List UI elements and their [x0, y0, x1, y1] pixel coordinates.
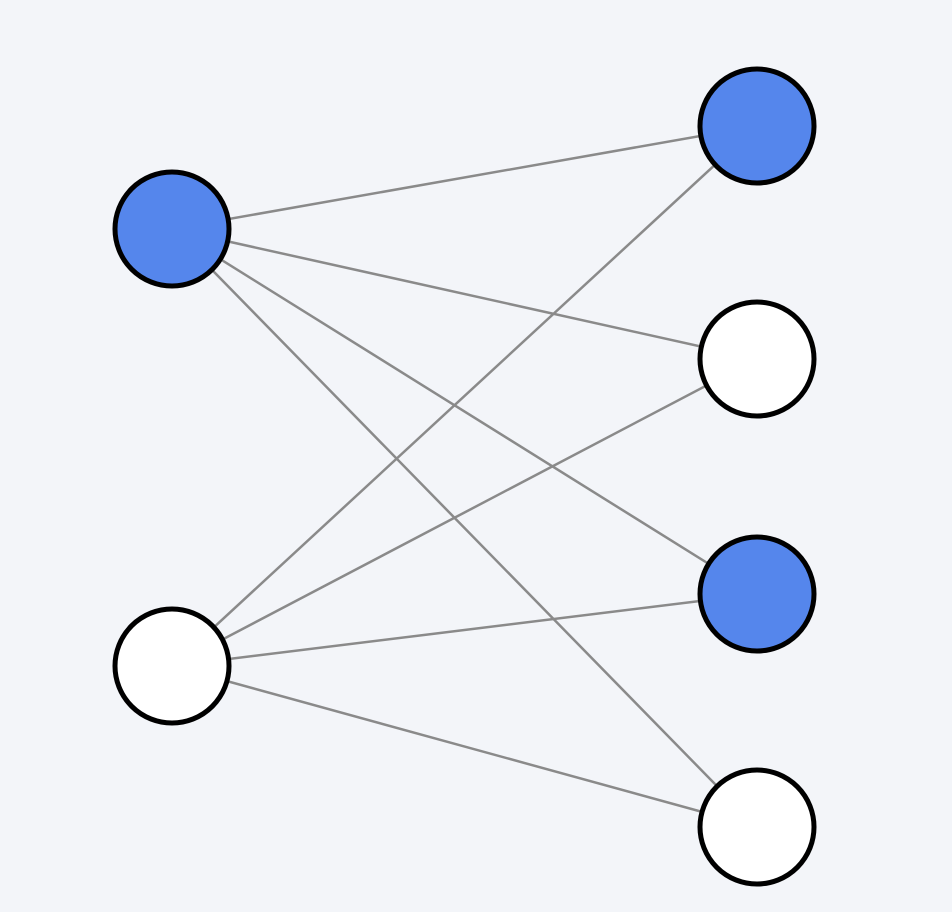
node-l2-unselected[interactable]: [112, 606, 232, 726]
nodes-layer: [112, 66, 817, 887]
edges-layer: [171, 124, 758, 829]
edge-l2-r2: [171, 357, 758, 668]
edge-l2-r3: [171, 592, 758, 668]
edge-l1-r3: [171, 227, 758, 596]
edge-l2-r1: [171, 125, 758, 667]
node-r3-selected[interactable]: [697, 534, 817, 654]
edge-l2-r4: [171, 664, 758, 829]
edge-l1-r4: [171, 228, 758, 828]
node-r1-selected[interactable]: [697, 66, 817, 186]
node-l1-selected[interactable]: [112, 169, 232, 289]
edge-l1-r2: [171, 227, 758, 361]
node-r2-unselected[interactable]: [697, 299, 817, 419]
node-r4-unselected[interactable]: [697, 767, 817, 887]
edge-l1-r1: [171, 124, 758, 231]
